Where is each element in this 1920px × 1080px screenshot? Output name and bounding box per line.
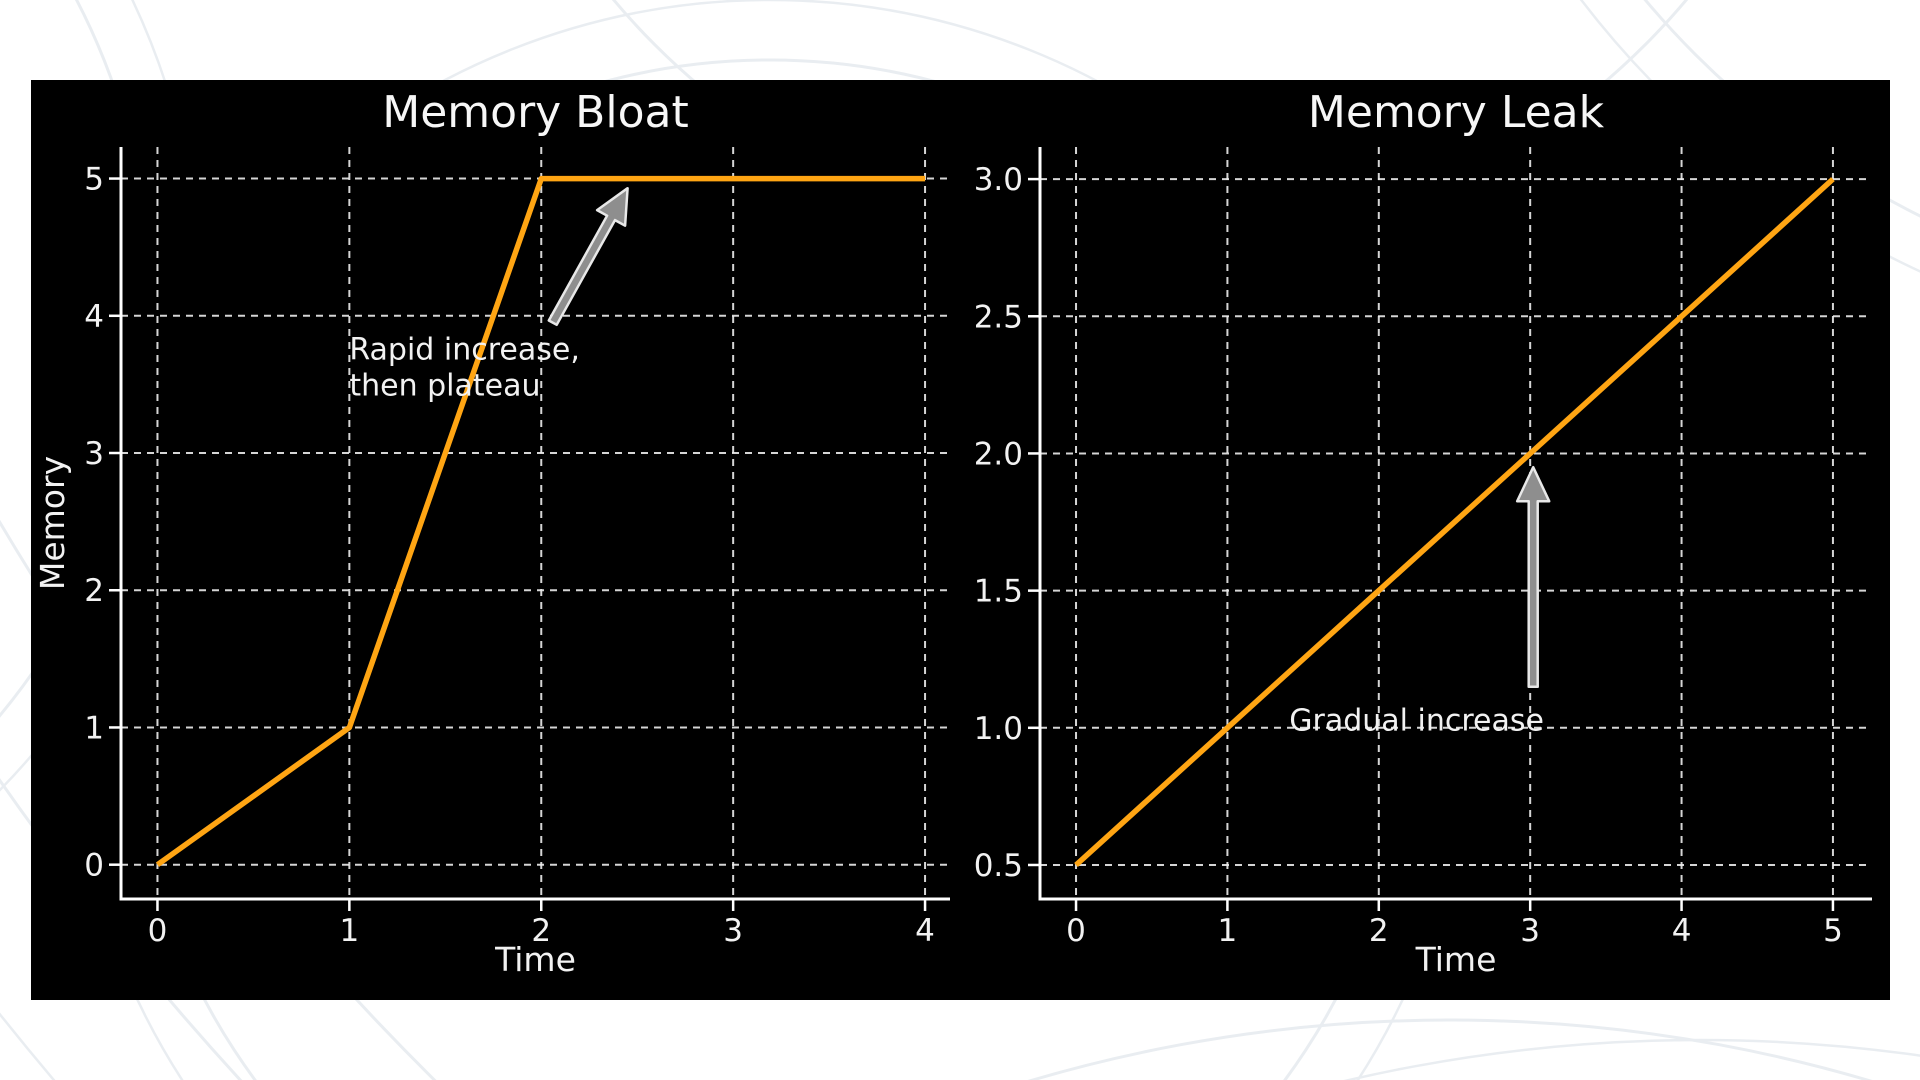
- y-tick-label: 1: [84, 710, 104, 746]
- x-tick-label: 1: [339, 913, 359, 949]
- y-tick-label: 3: [84, 436, 104, 472]
- y-tick-label: 2.0: [974, 436, 1023, 472]
- grid: [1040, 147, 1872, 899]
- y-tick-label: 2.5: [974, 299, 1023, 335]
- chart-title: Memory Leak: [1308, 87, 1605, 138]
- decor-arc: [1344, 1039, 1920, 1080]
- y-tick-label: 5: [84, 162, 104, 198]
- y-tick-label: 3.0: [974, 162, 1023, 198]
- x-axis-label: Time: [1415, 940, 1497, 979]
- x-tick-label: 3: [1520, 913, 1540, 949]
- y-tick-label: 1.0: [974, 711, 1023, 747]
- annotation-text: then plateau: [349, 369, 540, 404]
- x-tick-label: 5: [1823, 913, 1843, 949]
- x-tick-label: 4: [1672, 913, 1692, 949]
- x-tick-label: 1: [1218, 913, 1238, 949]
- y-tick-label: 2: [84, 573, 104, 609]
- y-tick-label: 1.5: [974, 574, 1023, 610]
- annotation-text: Gradual increase: [1289, 704, 1544, 739]
- x-tick-label: 2: [531, 913, 551, 949]
- x-axis-label: Time: [494, 940, 576, 979]
- annotation-text: Rapid increase,: [349, 333, 580, 368]
- y-tick-label: 0: [84, 848, 104, 884]
- figure-panel: [31, 80, 1890, 1000]
- x-tick-label: 0: [148, 913, 168, 949]
- data-line: [155, 175, 926, 867]
- data-line: [1074, 177, 1835, 868]
- annotation-arrow: [1515, 465, 1551, 688]
- x-tick-label: 3: [723, 913, 743, 949]
- annotation-arrow: [547, 186, 629, 327]
- y-tick-label: 0.5: [974, 848, 1023, 884]
- y-tick-label: 4: [84, 299, 104, 335]
- grid: [121, 147, 950, 899]
- x-tick-label: 4: [915, 913, 935, 949]
- decor-arc: [1029, 1018, 1871, 1080]
- chart-title: Memory Bloat: [382, 87, 688, 138]
- y-axis-label: Memory: [33, 456, 72, 590]
- x-tick-label: 2: [1369, 913, 1389, 949]
- x-tick-label: 0: [1066, 913, 1086, 949]
